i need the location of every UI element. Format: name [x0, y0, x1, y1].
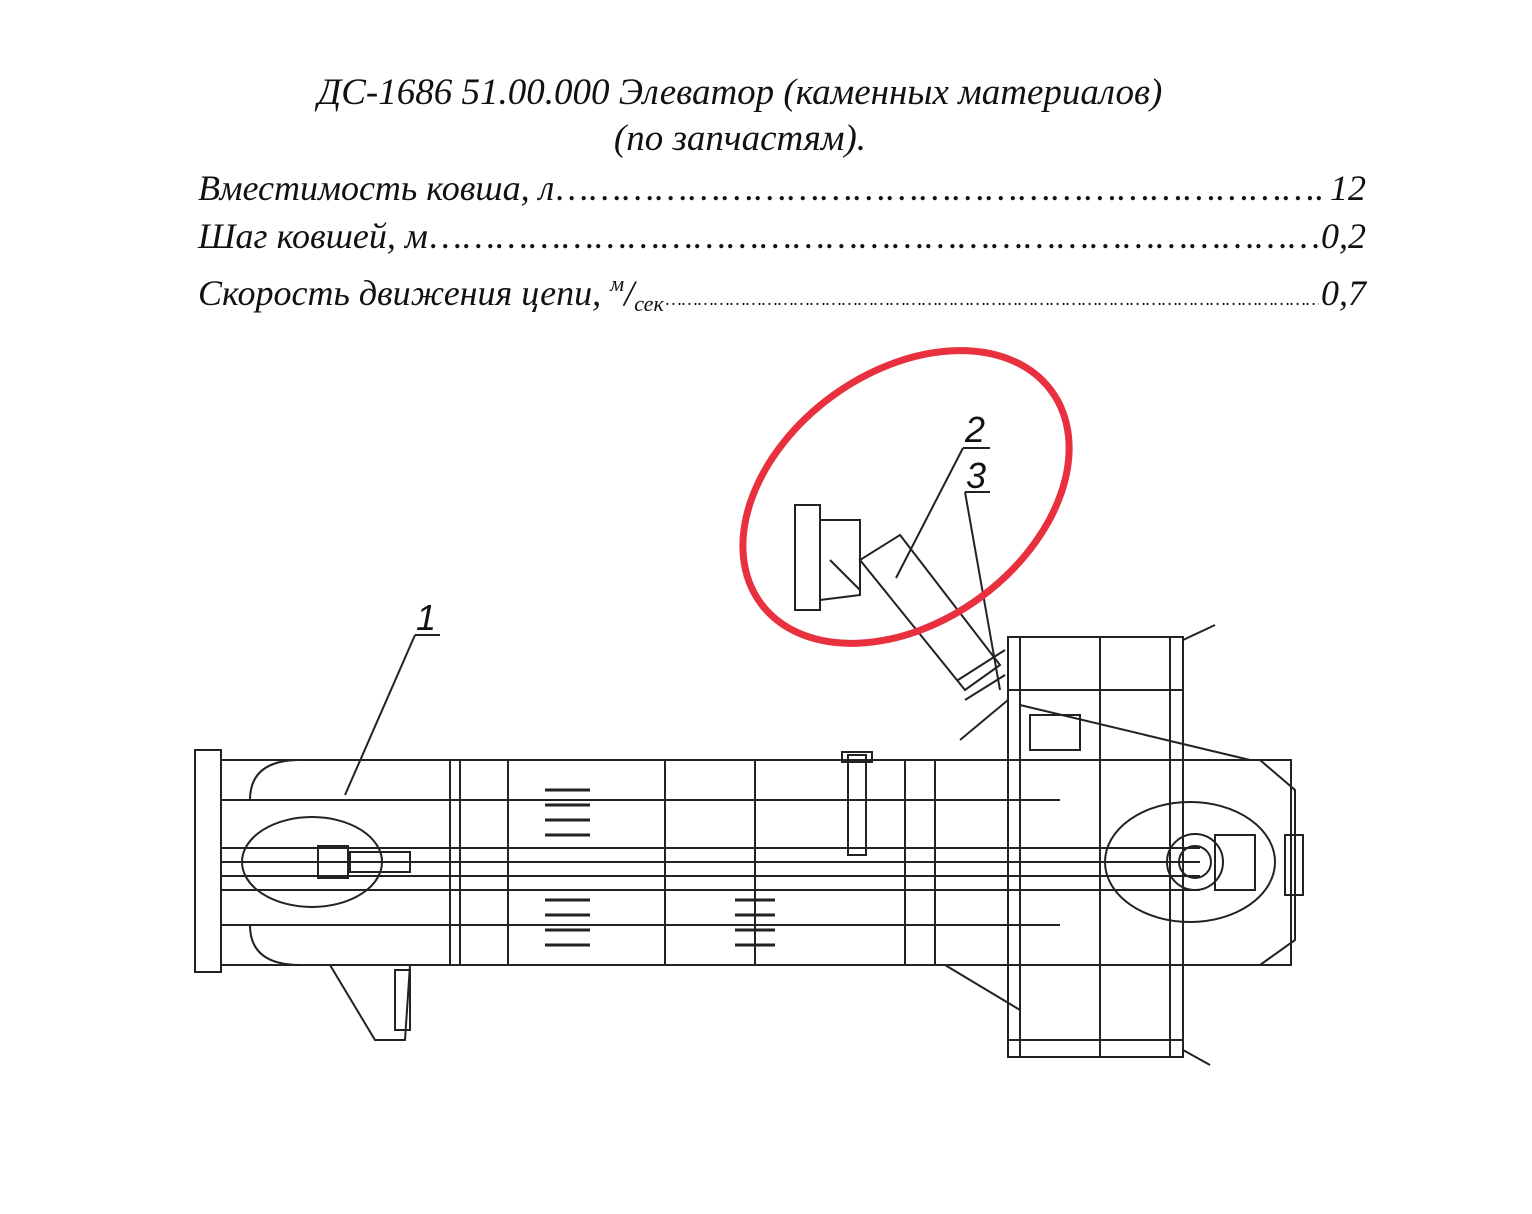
document-title: ДС-1686 51.00.000 Элеватор (каменных мат… — [0, 70, 1480, 162]
title-line-1: ДС-1686 51.00.000 Элеватор (каменных мат… — [317, 72, 1163, 113]
spec-unit: м/сек — [610, 271, 664, 316]
unit-numerator: м — [610, 271, 625, 296]
spec-label: Шаг ковшей, м — [198, 216, 428, 256]
spec-row-bucket-pitch: Шаг ковшей, м 0,2 — [198, 212, 1366, 260]
spec-label: Вместимость ковша, л — [198, 168, 555, 208]
spec-label-text: Скорость движения цепи, — [198, 273, 602, 313]
callout-leaders — [344, 447, 1001, 796]
spec-label: Скорость движения цепи, м/сек — [198, 260, 664, 328]
spec-list: Вместимость ковша, л 12 Шаг ковшей, м 0,… — [198, 164, 1366, 328]
unit-denominator: сек — [634, 291, 664, 316]
elevator-body — [194, 749, 1304, 1041]
spec-value: 0,2 — [1321, 216, 1366, 256]
spec-value: 0,7 — [1321, 273, 1366, 313]
support-frame — [944, 624, 1251, 1066]
spec-row-bucket-capacity: Вместимость ковша, л 12 — [198, 164, 1366, 212]
spec-row-chain-speed: Скорость движения цепи, м/сек 0,7 — [198, 260, 1366, 328]
callout-2: 2 — [965, 409, 986, 450]
discharge-chute — [794, 504, 1006, 701]
spec-value: 12 — [1330, 168, 1366, 208]
callout-1: 1 — [416, 597, 437, 638]
callout-3: 3 — [966, 455, 987, 496]
title-line-2: (по запчастям). — [613, 118, 867, 159]
highlight-ellipse — [739, 347, 1073, 647]
